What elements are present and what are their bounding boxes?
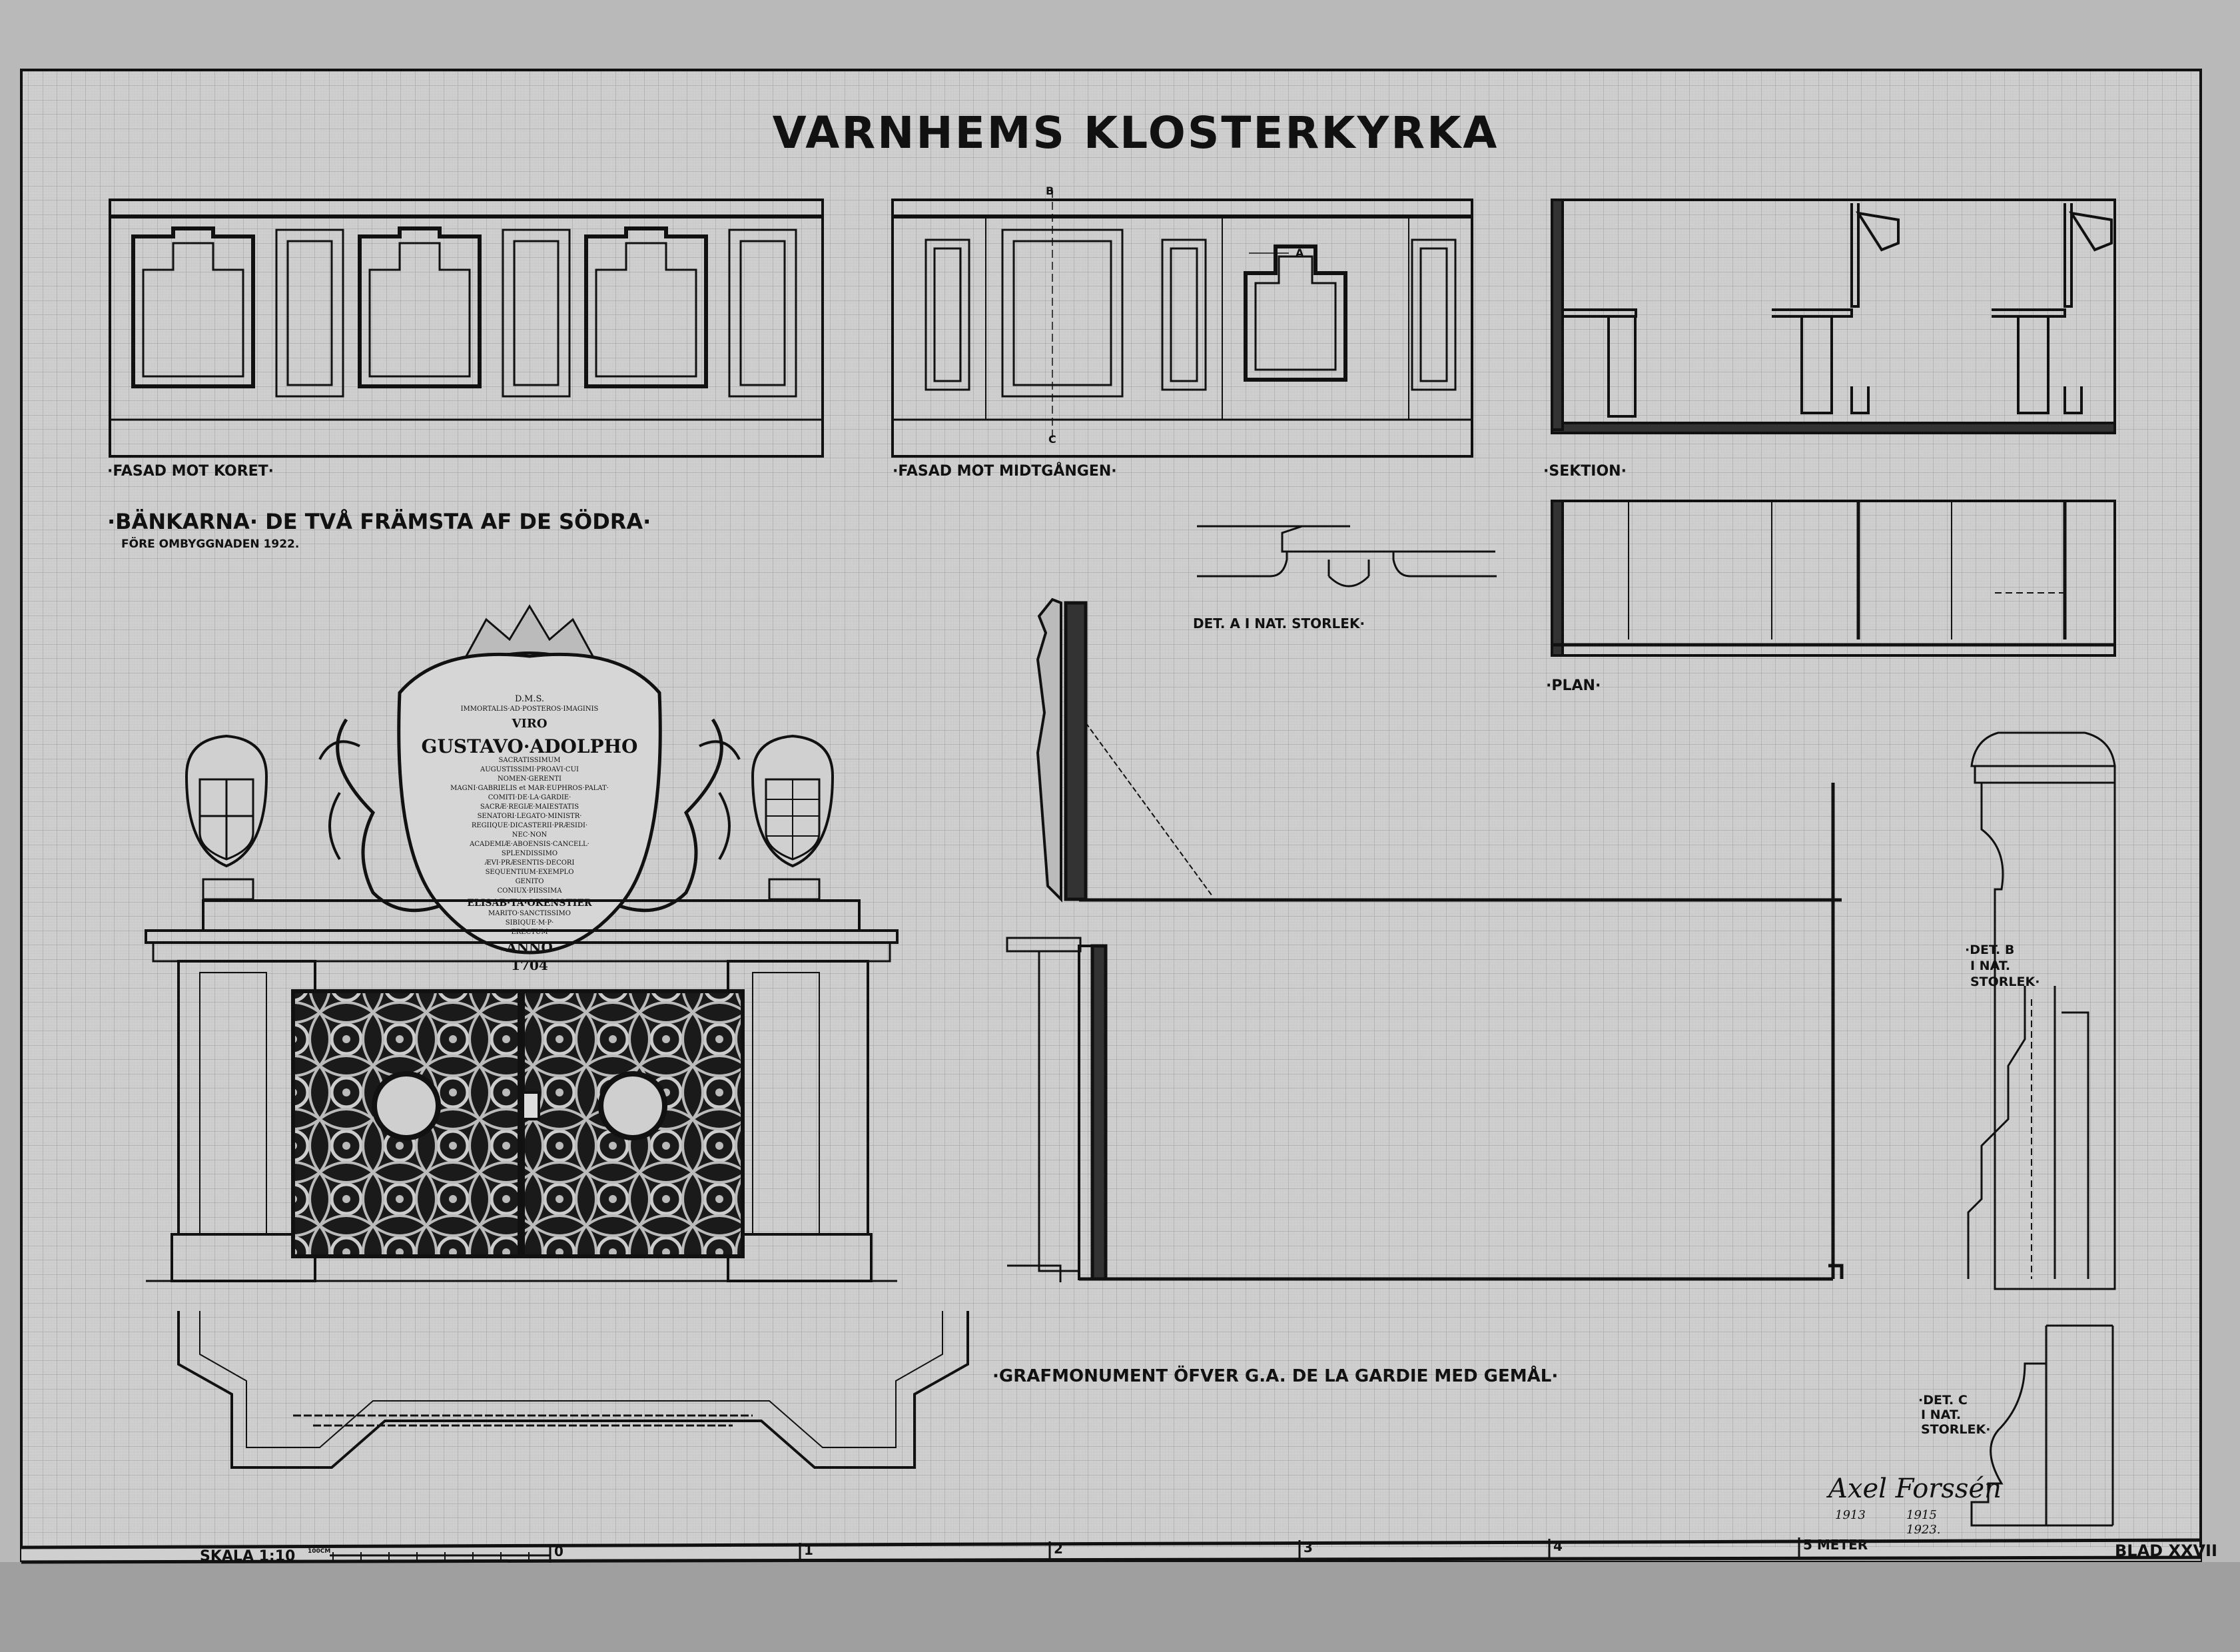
facade-aisle-elevation [891,190,1473,458]
scale-tick-label: 4 [1553,1538,1563,1554]
scale-sub-label: 100CM [308,1548,330,1555]
coat-of-arms-left [185,734,268,901]
pew-section [1551,199,2116,434]
inscription-line: SPLENDISSIMO [502,850,558,857]
scale-bar: SKALA 1:10 100CM 0 1 2 3 4 5 METER BLAD XXVII [21,1537,2217,1565]
marker-a: A [1296,246,1304,259]
label-detail-c-2: I NAT. [1921,1408,1961,1422]
monument-plan [177,1311,969,1469]
inscription-line: GUSTAVO·ADOLPHO [422,735,638,757]
inscription-line: NEC·NON [512,831,548,839]
label-detail-c-1: ·DET. C [1918,1393,1968,1408]
label-plan: ·PLAN· [1546,677,1601,694]
detail-a-profile [1197,525,1497,588]
inscription-line: MARITO·SANCTISSIMO [488,910,571,917]
architect-signature: Axel Forssén [1826,1473,2002,1504]
drawing-title: VARNHEMS KLOSTERKYRKA [773,107,1499,159]
sheet-number: BLAD XXVII [2115,1541,2217,1560]
inscription-line: IMMORTALIS·AD·POSTEROS·IMAGINIS [461,705,599,713]
label-facade-aisle: ·FASAD MOT MIDTGÅNGEN· [893,462,1117,480]
monument-heading: ·GRAFMONUMENT ÖFVER G.A. DE LA GARDIE ME… [992,1364,1558,1386]
inscription-line: VIRO [511,717,547,731]
scale-tick-label: 3 [1304,1539,1313,1555]
date-3: 1923. [1906,1523,1941,1537]
inscription-line: NOMEN·GERENTI [498,775,561,783]
label-detail-c-3: STORLEK· [1921,1422,1990,1437]
inscription-line: CONIUX·PIISSIMA [498,887,563,895]
facade-choir-elevation [109,199,824,458]
label-detail-b-2: I NAT. [1970,959,2010,973]
label-detail-a: DET. A I NAT. STORLEK· [1193,616,1365,631]
scale-tick-label: 1 [804,1542,813,1558]
marker-b-top: B [1046,185,1054,197]
monument-elevation [145,604,899,1282]
date-2: 1915 [1906,1508,1937,1522]
inscription-line: 1704 [511,957,548,973]
scale-tick-label: 2 [1054,1541,1063,1557]
inscription-line: SEQUENTIUM·EXEMPLO [486,869,574,876]
inscription-line: D.M.S. [515,694,544,704]
inscription-line: ACADEMIÆ·ABOENSIS·CANCELL· [469,841,589,848]
detail-b-profile [1967,731,2116,1290]
detail-c-profile [1970,1324,2114,1527]
crown-icon [464,604,595,657]
pew-plan [1551,500,2116,657]
inscription-line: GENITO [516,878,544,885]
inscription-line: SACRÆ·REGIÆ·MAIESTATIS [480,803,579,811]
pews-heading: ·BÄNKARNA· DE TVÅ FRÄMSTA AF DE SÖDRA· [107,509,651,534]
inscription-line: SIBIQUE·M·P· [506,919,554,927]
label-detail-b-3: STORLEK· [1970,975,2040,989]
scale-tick-label: 5 METER [1803,1537,1868,1553]
inscription-line: SACRATISSIMUM [499,757,561,764]
label-section: ·SEKTION· [1543,463,1627,480]
inscription-line: ANNO [506,939,553,955]
inscription-line: SENATORI·LEGATO·MINISTR· [478,813,582,820]
inscription: D.M.S.IMMORTALIS·AD·POSTEROS·IMAGINIS VIR… [422,694,638,973]
label-detail-b-1: ·DET. B [1965,943,2014,957]
inscription-line: AUGUSTISSIMI·PROAVI·CUI [480,766,579,773]
inscription-line: COMITI·DE·LA·GARDIE· [488,794,571,801]
label-facade-choir: ·FASAD MOT KORET· [107,463,274,480]
pews-subheading: FÖRE OMBYGGNADEN 1922. [121,536,299,551]
marker-c-bottom: C [1048,433,1056,446]
monument-section [1006,598,1844,1282]
inscription-line: ELISAB·TA·OKENSTIER [467,898,592,909]
inscription-line: MAGNI·GABRIELIS et MAR·EUPHROS·PALAT· [450,785,609,792]
scale-label: SKALA 1:10 [200,1548,295,1565]
inscription-line: ÆVI·PRÆSENTIS·DECORI [484,859,575,867]
inscription-line: ERECTUM [511,929,548,936]
inscription-line: REGIIQUE·DICASTERII·PRÆSIDI· [472,822,587,829]
date-1: 1913 [1835,1508,1866,1522]
scale-tick-label: 0 [554,1543,563,1559]
